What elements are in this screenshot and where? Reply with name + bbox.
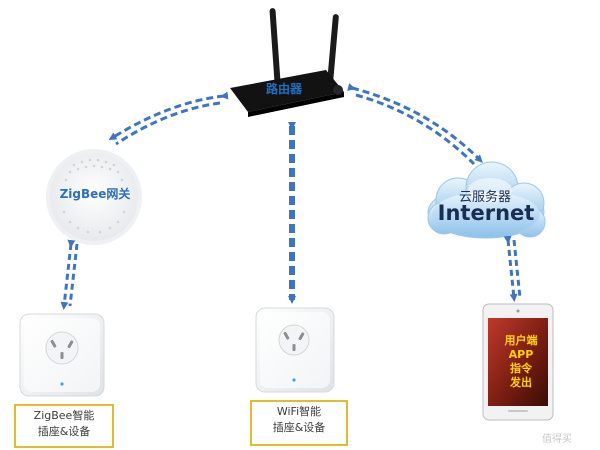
router-antenna-right (327, 14, 339, 84)
gateway-label: ZigBee网关 (59, 187, 131, 201)
link-cloud-phone (503, 235, 522, 302)
wifi-plug-label: WiFi智能 插座&设备 (250, 400, 348, 446)
link-router-gateway (108, 91, 229, 146)
phone-text-line4: 发出 (510, 376, 532, 389)
phone-screen-text: 用户端 APP 指令 发出 (491, 334, 551, 390)
link-gateway-zigbee-plug (60, 239, 79, 310)
cloud-internet-label: Internet (437, 201, 535, 225)
smartphone (482, 303, 554, 421)
wifi-plug-label-line2: 插座&设备 (272, 421, 326, 434)
link-router-cloud (347, 83, 483, 166)
zigbee-gateway (46, 149, 142, 245)
watermark: 值得买 (542, 434, 572, 445)
router-label: 路由器 (265, 82, 302, 96)
zigbee-plug-label: ZigBee智能 插座&设备 (14, 404, 114, 448)
cloud-title: 云服务器 (458, 190, 511, 205)
phone-text-line3: 指令 (510, 362, 532, 375)
wifi-plug-label-line1: WiFi智能 (276, 405, 322, 418)
router-antenna-left (269, 8, 281, 84)
router-body (230, 70, 344, 112)
zigbee-smart-plug (19, 313, 105, 397)
wifi-smart-plug (255, 307, 335, 393)
phone-text-line1: 用户端 (504, 334, 538, 347)
internet-cloud (427, 161, 546, 239)
zigbee-plug-label-line2: 插座&设备 (37, 425, 91, 438)
zigbee-plug-label-line1: ZigBee智能 (33, 409, 95, 422)
phone-text-line2: APP (508, 348, 534, 361)
router (230, 8, 344, 117)
